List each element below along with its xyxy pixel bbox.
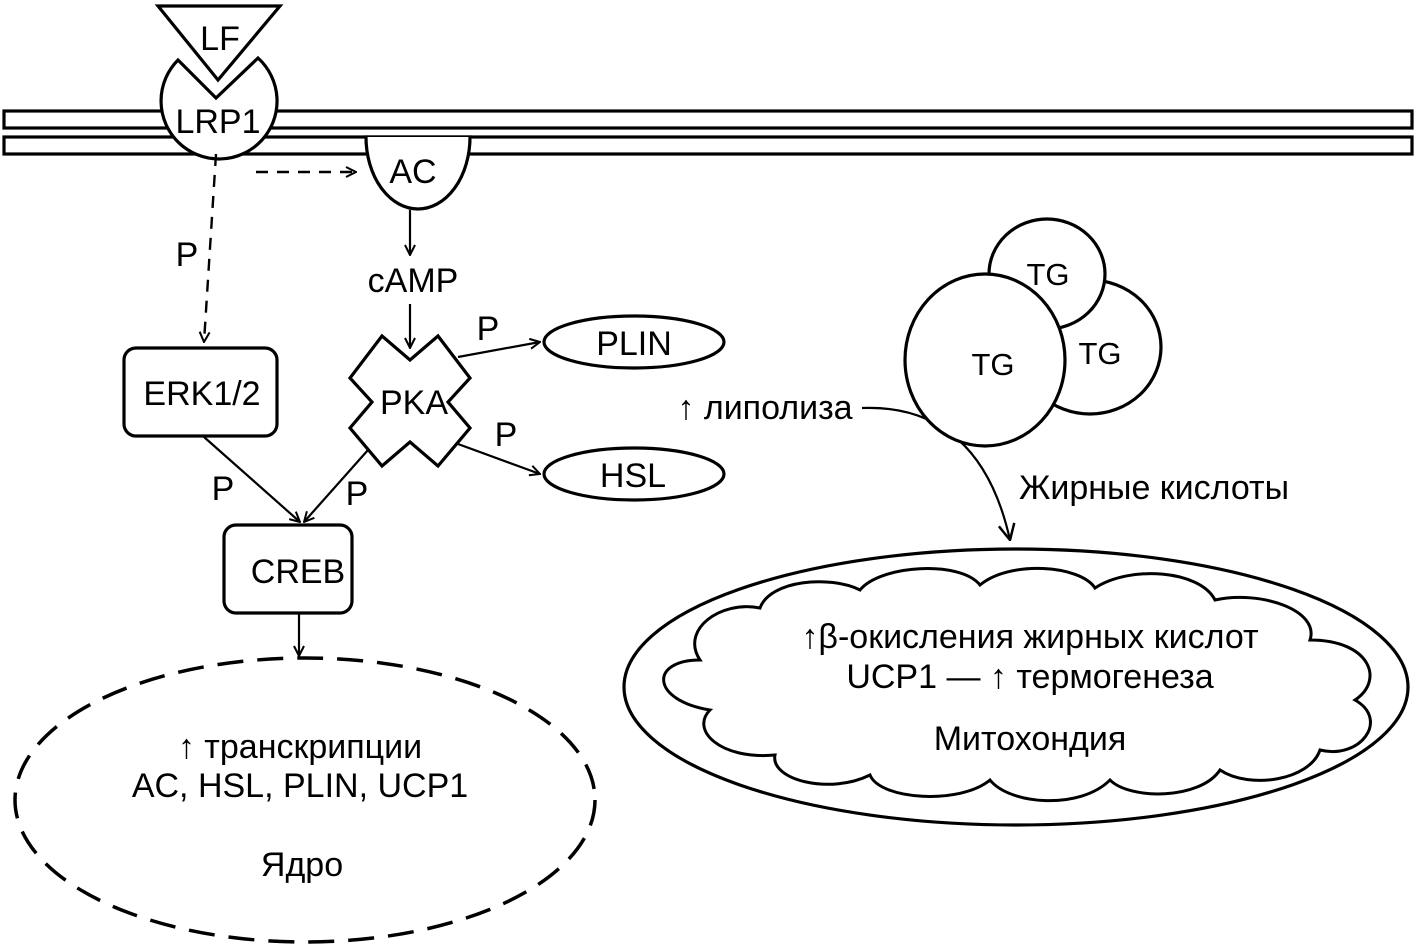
membrane-inner-layer	[2, 135, 1414, 156]
erk-label: ERK1/2	[143, 375, 260, 413]
arrow-lrp1-to-erk	[204, 153, 218, 342]
thermogenesis-label: UCP1 — ↑ термогенеза	[846, 658, 1213, 696]
nucleus[interactable]: ↑ транскрипции AC, HSL, PLIN, UCP1 Ядро	[13, 656, 597, 944]
phospho-label-plin: P	[477, 310, 500, 348]
plin-label: PLIN	[596, 325, 672, 363]
tg-label-top: TG	[1026, 257, 1069, 292]
tg-label-large: TG	[971, 347, 1014, 382]
ac-label: AC	[389, 153, 436, 191]
tg-droplet-large	[903, 272, 1067, 448]
mitochondrion[interactable]: ↑β-окисления жирных кислот UCP1 — ↑ терм…	[622, 547, 1410, 827]
phospho-label-hsl: P	[495, 416, 518, 454]
creb-label: CREB	[251, 553, 345, 591]
phospho-label-erk: P	[176, 236, 199, 274]
phospho-label-pka-creb: P	[346, 475, 369, 513]
tg-label-right: TG	[1078, 336, 1121, 371]
camp-label: cAMP	[368, 262, 459, 300]
phospho-label-erk-creb: P	[212, 470, 235, 508]
lf-ligand[interactable]: LF	[154, 4, 284, 83]
hsl-node[interactable]: HSL	[542, 446, 726, 502]
arrow-pka-to-plin	[457, 342, 540, 359]
lf-label: LF	[200, 20, 240, 58]
erk-node[interactable]: ERK1/2	[122, 346, 279, 438]
adenylate-cyclase[interactable]: AC	[364, 135, 472, 211]
mitochondrion-inner-membrane-cristae	[662, 567, 1372, 803]
fatty-acids-label: Жирные кислоты	[1019, 469, 1289, 507]
creb-node[interactable]: CREB	[222, 523, 354, 615]
lipolysis-label: ↑ липолиза	[677, 389, 852, 427]
triglyceride-droplets: TG TG TG	[903, 217, 1163, 448]
arrow-erk-to-creb	[203, 436, 300, 522]
nucleus-genes-label: AC, HSL, PLIN, UCP1	[132, 767, 468, 805]
arrow-pka-to-hsl	[457, 442, 540, 474]
arrow-pka-to-creb	[304, 449, 369, 522]
membrane-outer-layer	[2, 109, 1414, 130]
lrp1-receptor[interactable]: LRP1	[159, 55, 279, 161]
beta-oxidation-label: ↑β-окисления жирных кислот	[801, 618, 1258, 656]
nucleus-name-label: Ядро	[261, 846, 343, 884]
cell-membrane	[2, 109, 1414, 156]
nucleus-transcription-label: ↑ транскрипции	[178, 728, 422, 766]
mitochondrion-name-label: Митохондия	[934, 720, 1127, 758]
pka-node[interactable]: PKA	[347, 333, 473, 469]
hsl-label: HSL	[600, 457, 666, 495]
pka-label: PKA	[380, 384, 448, 422]
lrp1-label: LRP1	[175, 103, 260, 141]
plin-node[interactable]: PLIN	[542, 314, 726, 370]
